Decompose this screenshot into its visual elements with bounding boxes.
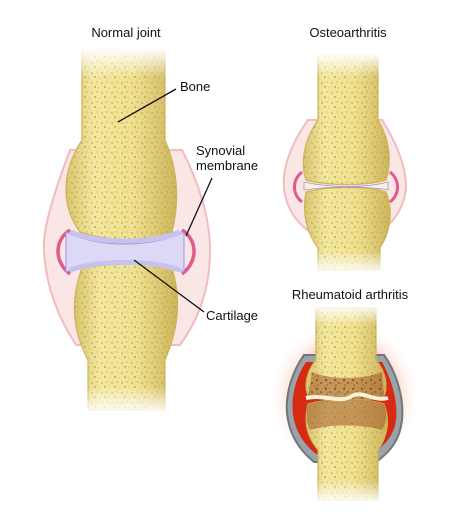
rheumatoid-arthritis-title: Rheumatoid arthritis <box>292 287 409 302</box>
ra-lower-bone-damage <box>306 399 387 430</box>
normal-cartilage-lower <box>69 260 181 273</box>
ra-eroded-joint-gap <box>305 392 389 402</box>
synovial-label-line1: Synovial <box>196 143 245 158</box>
normal-synovial-membrane-right <box>180 228 196 276</box>
normal-cartilage-upper <box>69 229 181 244</box>
cartilage-label: Cartilage <box>206 308 258 323</box>
osteoarthritis-panel: Osteoarthritis <box>282 25 408 274</box>
rheumatoid-arthritis-panel: Rheumatoid arthritis <box>269 287 421 504</box>
osteo-synovial-right <box>388 170 399 204</box>
normal-joint-title: Normal joint <box>91 25 161 40</box>
osteoarthritis-title: Osteoarthritis <box>309 25 387 40</box>
bone-label: Bone <box>180 79 210 94</box>
bone-leader-line <box>117 88 177 123</box>
osteo-thin-cartilage <box>303 181 389 191</box>
cartilage-leader-line <box>133 259 205 313</box>
synovial-label-line2: membrane <box>196 158 258 173</box>
osteo-synovial-left <box>293 170 304 204</box>
synovial-leader-line <box>185 177 213 237</box>
normal-joint-panel: Normal joint Bone Synovial membrane Cart… <box>42 25 258 415</box>
